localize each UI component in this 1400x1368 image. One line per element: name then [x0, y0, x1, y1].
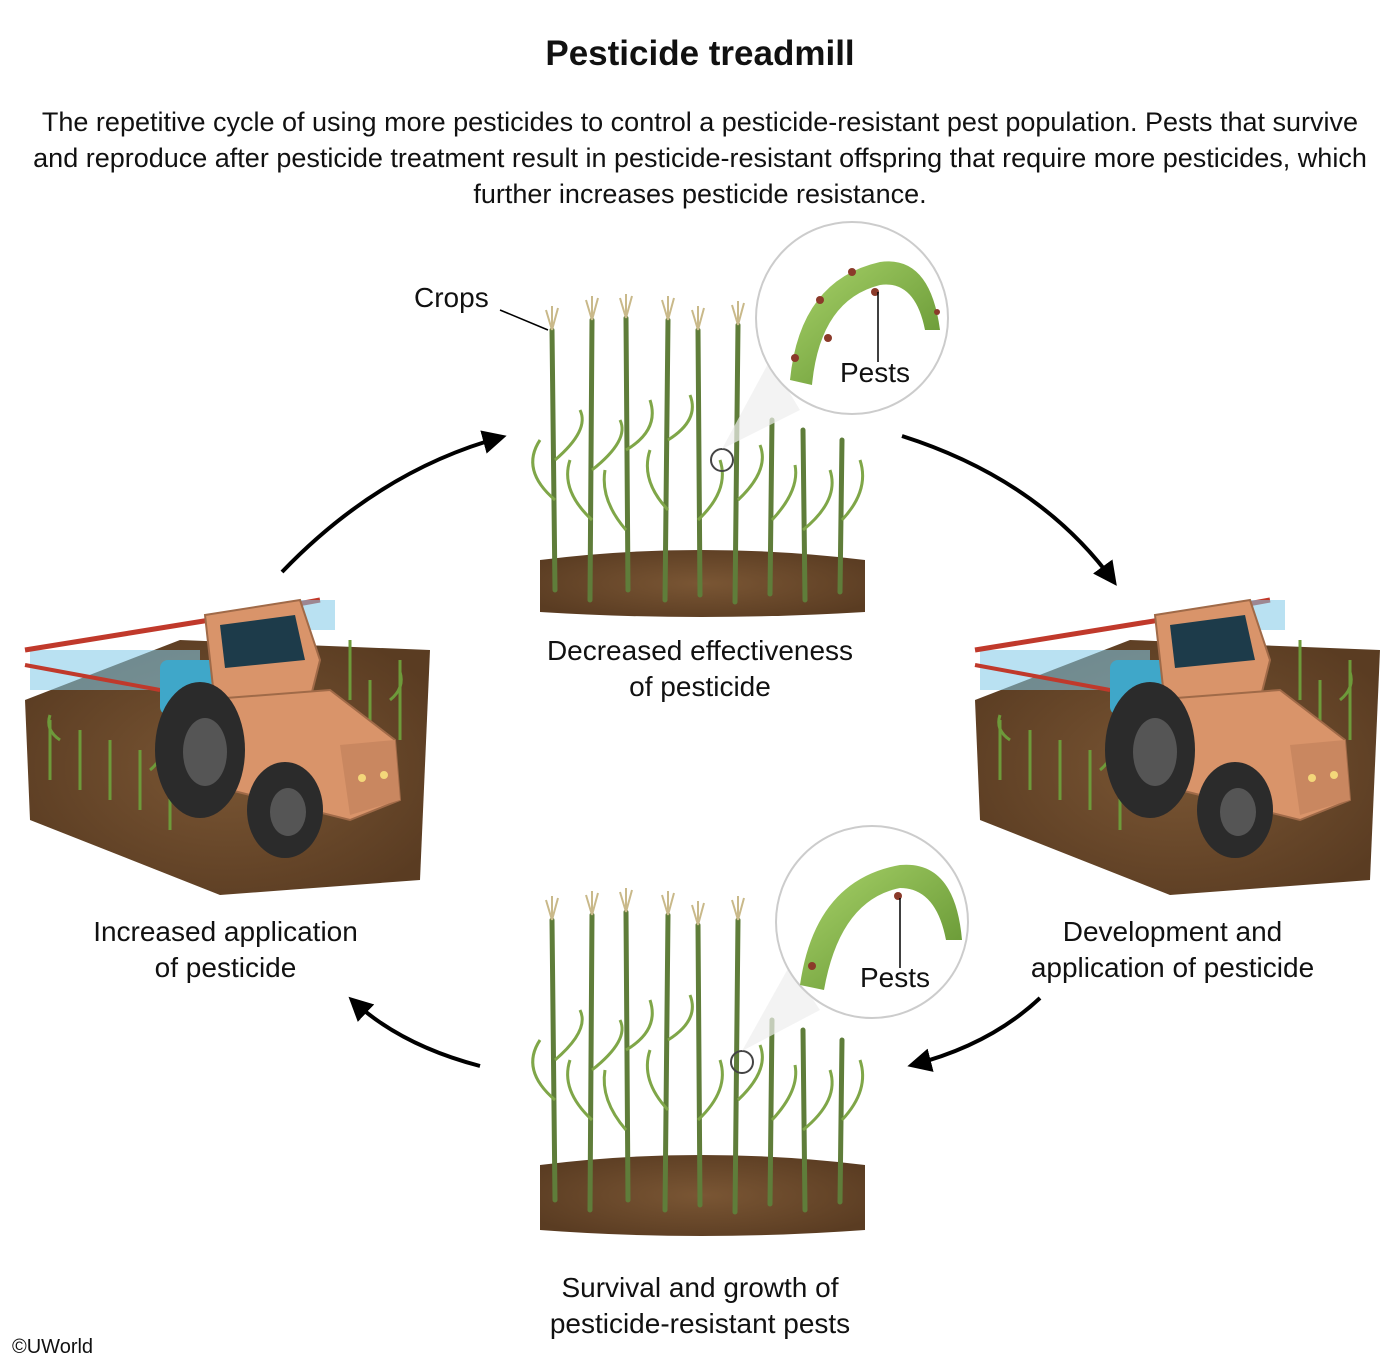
copyright-notice: ©UWorld — [12, 1336, 94, 1358]
tractor-right — [974, 597, 1380, 895]
arrow-bottom-to-left — [348, 996, 481, 1068]
arrow-right-to-bottom — [907, 996, 1042, 1072]
stage-top-label: Decreased effectiveness of pesticide — [500, 633, 900, 705]
corn-field-top — [531, 294, 865, 617]
stage-bottom-line2: pesticide-resistant pests — [549, 1308, 851, 1339]
diagram-title: Pesticide treadmill — [545, 34, 855, 73]
stage-left-line1: Increased application — [93, 916, 358, 947]
diagram-description: The repetitive cycle of using more pesti… — [33, 107, 1367, 209]
stage-right-label: Development and application of pesticide — [990, 914, 1355, 986]
corn-field-bottom — [531, 888, 865, 1236]
stage-bottom-label: Survival and growth of pesticide-resista… — [500, 1270, 900, 1342]
stage-top-line2: of pesticide — [629, 671, 771, 702]
pests-zoom-bottom — [775, 825, 969, 1019]
pests-zoom-top — [755, 221, 949, 415]
stage-top-line1: Decreased effectiveness — [546, 635, 854, 666]
stage-right-line1: Development and — [1062, 916, 1283, 947]
stage-bottom-line1: Survival and growth of — [561, 1272, 839, 1303]
stage-left-line2: of pesticide — [154, 952, 297, 983]
pests-label-top: Pests — [840, 357, 911, 388]
tractor-left — [24, 597, 430, 895]
stage-right-line2: application of pesticide — [1030, 952, 1315, 983]
arrow-left-to-top — [280, 430, 507, 574]
arrow-top-to-right — [901, 434, 1117, 586]
crops-label: Crops — [414, 282, 489, 313]
pests-label-bottom: Pests — [860, 962, 931, 993]
stage-left-label: Increased application of pesticide — [48, 914, 403, 986]
